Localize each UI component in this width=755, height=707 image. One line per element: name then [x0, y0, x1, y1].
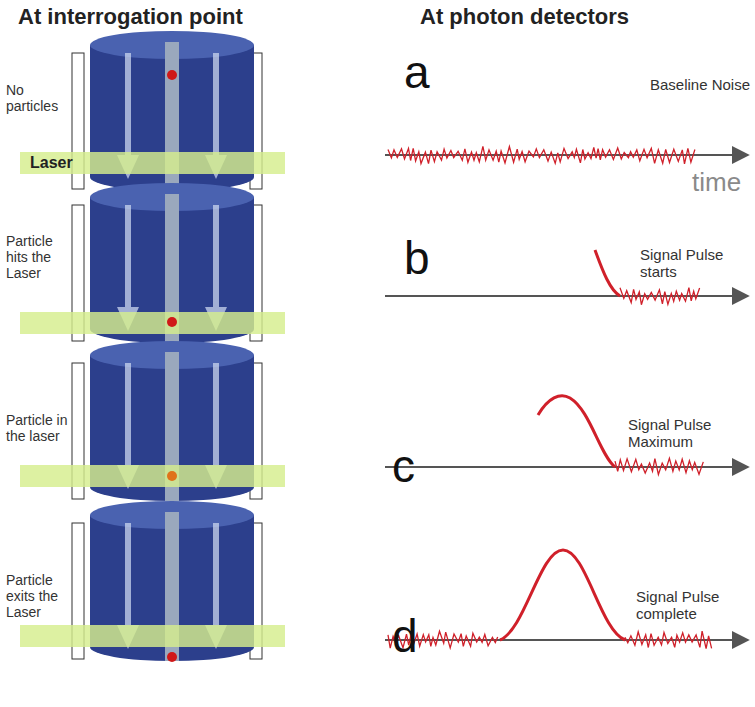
signal-note: Signal Pulse Maximum [628, 416, 728, 451]
panel-letter: b [404, 232, 430, 285]
noise-trace [620, 288, 700, 305]
panel-letter: c [392, 440, 415, 493]
flow-cell [20, 31, 285, 191]
panel-letter: d [392, 610, 418, 663]
laser-beam [20, 465, 285, 487]
noise-trace [615, 458, 703, 474]
panel-letter: a [404, 46, 430, 99]
column-heading: At interrogation point [18, 4, 243, 29]
laser-label: Laser [30, 154, 73, 172]
column-heading: At photon detectors [420, 4, 629, 29]
signal-pulse [595, 250, 620, 296]
flow-cell [20, 183, 285, 343]
particle [167, 471, 177, 481]
state-label: Particle in the laser [6, 412, 68, 444]
laser-beam [20, 312, 285, 334]
signal-pulse [538, 396, 615, 467]
signal-pulse [500, 550, 625, 640]
flow-cell [20, 501, 285, 662]
noise-trace [388, 146, 695, 164]
signal-note: Signal Pulse starts [640, 246, 740, 281]
signal-note: Baseline Noise [650, 76, 750, 93]
state-label: No particles [6, 82, 76, 114]
laser-beam [20, 152, 285, 174]
laser-beam [20, 625, 285, 647]
noise-trace [625, 631, 712, 648]
axis-label: time [692, 168, 741, 198]
state-label: Particle hits the Laser [6, 233, 72, 281]
signal-note: Signal Pulse complete [636, 588, 736, 623]
time-axis [385, 295, 748, 297]
state-label: Particle exits the Laser [6, 572, 68, 620]
particle [167, 317, 177, 327]
particle [167, 70, 177, 80]
particle [167, 652, 177, 662]
